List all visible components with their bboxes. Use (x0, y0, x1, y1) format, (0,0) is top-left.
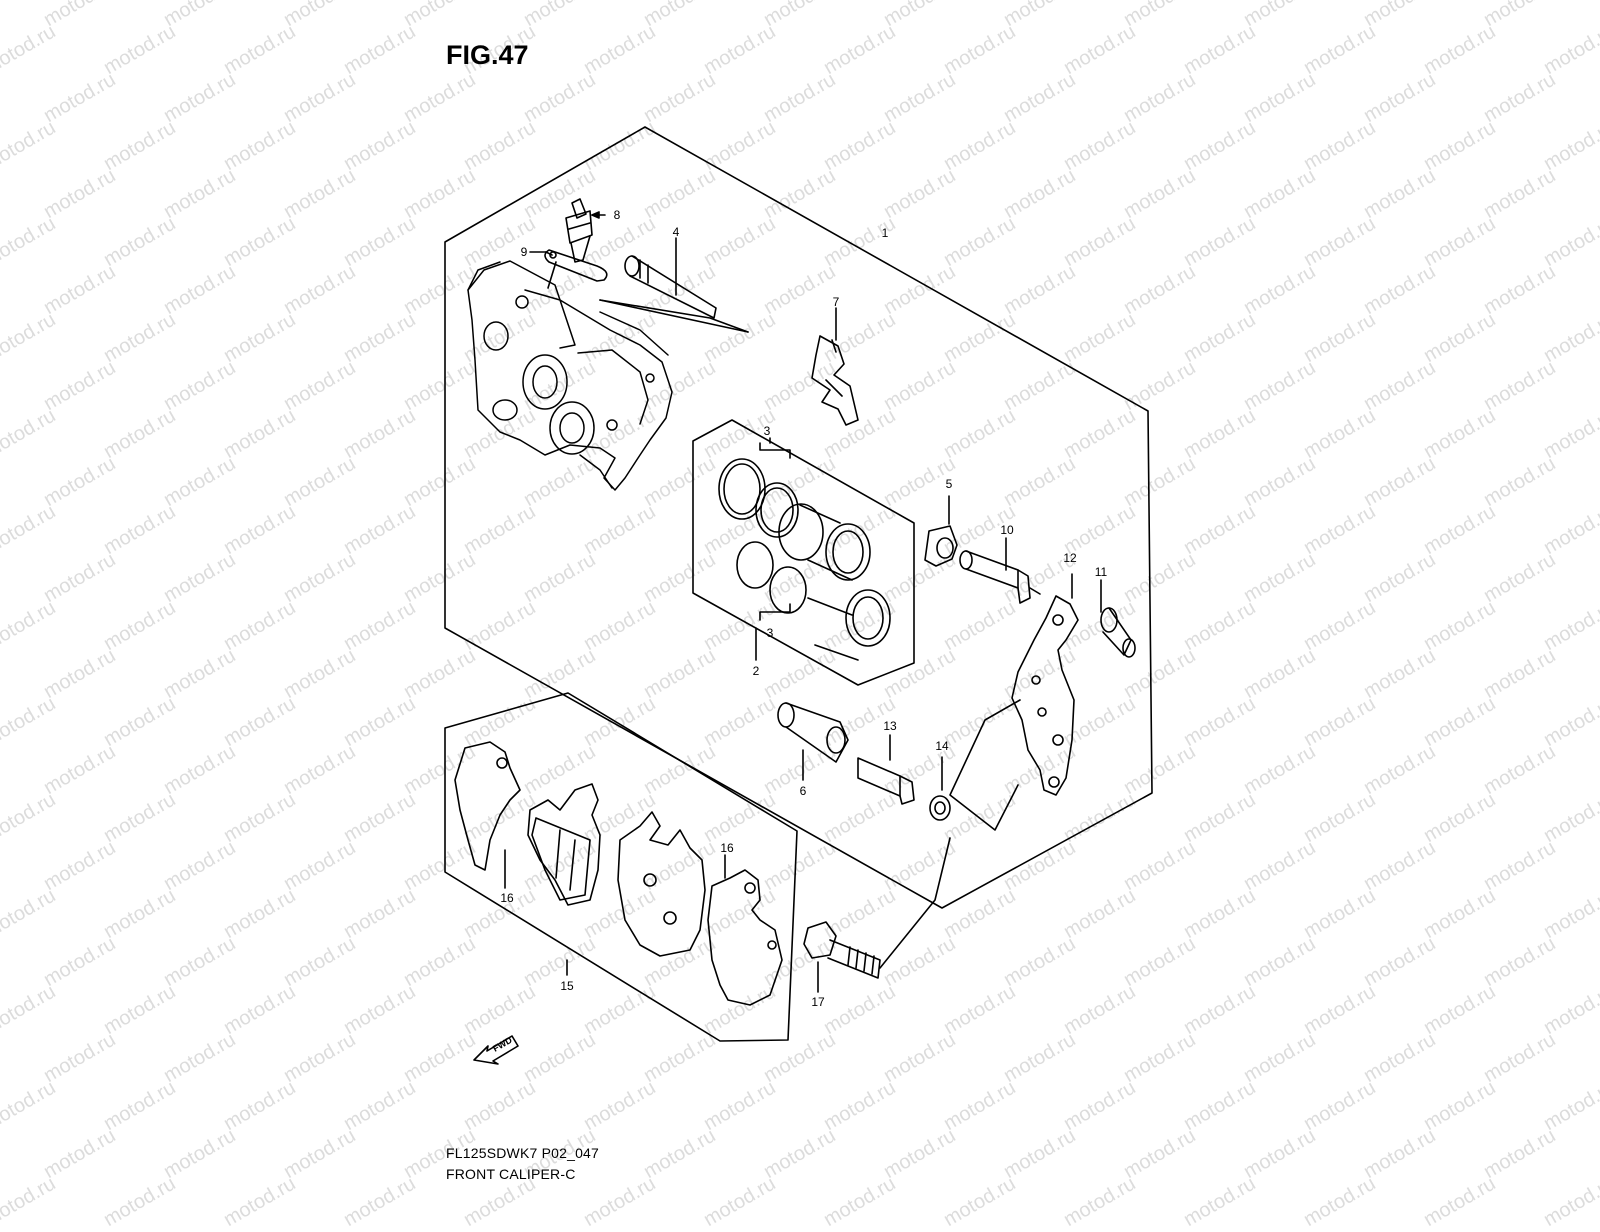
callout-10: 10 (1000, 523, 1014, 537)
washer-14 (929, 756, 951, 821)
callout-16a: 16 (500, 891, 514, 905)
callout-15: 15 (560, 979, 574, 993)
sleeve-6 (777, 702, 849, 781)
callout-16b: 16 (720, 841, 734, 855)
figure-name: FRONT CALIPER-C (446, 1166, 576, 1182)
callout-9: 9 (521, 245, 528, 259)
callout-12: 12 (1063, 551, 1077, 565)
callout-11: 11 (1095, 565, 1108, 579)
callout-2: 2 (753, 664, 760, 678)
caliper-bracket-12 (949, 573, 1079, 831)
piston-set-2-outline (692, 419, 915, 686)
callout-17: 17 (811, 995, 825, 1009)
cap-9 (529, 249, 608, 289)
bolt-13 (857, 734, 915, 805)
pad-set-15-outline (444, 692, 798, 1042)
bleeder-screw-8 (565, 198, 606, 263)
parts-drawing: 1 2 3 3 4 5 6 7 8 9 10 11 12 13 14 15 16… (444, 126, 1153, 1065)
callout-13: 13 (883, 719, 897, 733)
boot-5 (924, 495, 958, 567)
caliper-body (467, 260, 673, 491)
pad-spring-7 (811, 307, 859, 426)
guide-pin-10 (959, 537, 1041, 604)
fwd-arrow-icon (473, 1035, 519, 1065)
figure-code: FL125SDWK7 P02_047 (446, 1145, 600, 1161)
callout-8: 8 (614, 208, 621, 222)
callout-3b: 3 (767, 626, 774, 640)
brake-pads (454, 741, 783, 1006)
callout-1: 1 (882, 226, 889, 240)
callout-6: 6 (800, 784, 807, 798)
pistons-seals (718, 437, 891, 661)
callouts: 1 2 3 3 4 5 6 7 8 9 10 11 12 13 14 15 16… (491, 208, 1108, 1054)
callout-14: 14 (935, 739, 949, 753)
assembly-1-outline (444, 126, 1153, 909)
callout-7: 7 (833, 295, 840, 309)
figure-title: FIG.47 (446, 40, 529, 70)
callout-3a: 3 (764, 424, 771, 438)
bolt-17 (803, 837, 951, 993)
collar-11 (1100, 579, 1136, 658)
callout-5: 5 (946, 477, 953, 491)
callout-4: 4 (673, 225, 680, 239)
pad-pin-4 (599, 237, 749, 333)
